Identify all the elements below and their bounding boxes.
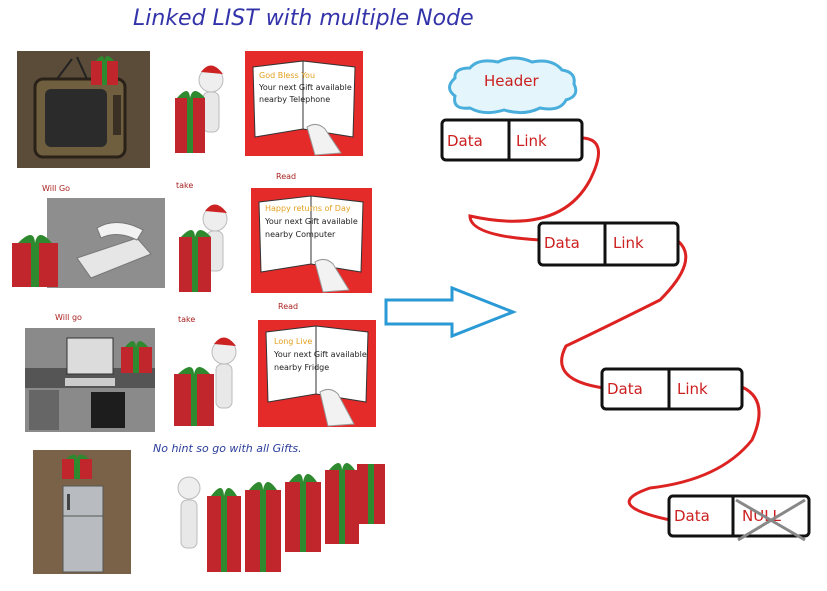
list-node-3: Data Link	[600, 367, 744, 411]
list-node-2: Data Link	[537, 221, 680, 267]
node-link-field: Link	[677, 380, 708, 398]
card-line-2: Your next Gift available	[259, 83, 352, 92]
card-line-2: Your next Gift available	[265, 217, 358, 226]
gift-icon	[121, 341, 152, 373]
gift-icon	[62, 454, 92, 479]
figure-with-many-gifts	[175, 456, 388, 574]
greeting-card-2: Happy returns of Day Your next Gift avai…	[251, 188, 372, 293]
wire-3	[627, 385, 761, 522]
will-go-label-2: Will go	[55, 313, 82, 322]
gift-box-2	[8, 225, 62, 290]
card-line-1: God Bless You	[259, 71, 316, 80]
gift-icon	[12, 235, 58, 287]
card-line-3: nearby Computer	[265, 230, 336, 239]
telephone-photo	[47, 198, 165, 288]
will-go-label-1: Will Go	[42, 184, 71, 193]
pointer-arrow-icon	[384, 285, 518, 339]
card-line-3: nearby Fridge	[274, 363, 330, 372]
card-line-1: Long Live	[274, 337, 313, 346]
tv-photo	[17, 51, 150, 168]
hint-text: No hint so go with all Gifts.	[153, 442, 302, 455]
take-label-1: take	[176, 181, 194, 190]
null-cross-icon	[735, 498, 806, 542]
node-data-field: Data	[447, 132, 483, 150]
page-title: Linked LIST with multiple Node	[133, 6, 474, 31]
wire-2	[560, 239, 688, 390]
node-data-field: Data	[607, 380, 643, 398]
figure-with-gift-2	[165, 195, 240, 295]
tv-icon	[17, 51, 150, 168]
list-node-4: Data NULL	[667, 494, 811, 542]
gift-box-small-1	[88, 51, 121, 87]
node-data-field: Data	[544, 234, 580, 252]
read-label-2: Read	[278, 302, 299, 311]
open-book-icon	[252, 60, 356, 156]
figure-with-gift-1	[163, 58, 233, 158]
header-label: Header	[484, 72, 539, 90]
gifts-pile-icon	[177, 463, 385, 572]
person-gift-icon	[179, 204, 228, 292]
read-label-1: Read	[276, 172, 297, 181]
card-line-3: nearby Telephone	[259, 95, 331, 104]
greeting-card-3: Long Live Your next Gift available nearb…	[258, 320, 376, 427]
card-line-2: Your next Gift available	[274, 350, 367, 359]
take-label-2: take	[178, 315, 196, 324]
fridge-icon	[33, 450, 131, 574]
node-link-field: Link	[613, 234, 644, 252]
list-node-1: Data Link	[440, 118, 584, 162]
gift-box-small-4	[59, 450, 95, 480]
fridge-photo	[33, 450, 131, 574]
greeting-card-1: God Bless You Your next Gift available n…	[245, 51, 363, 156]
open-book-icon	[258, 195, 364, 293]
node-data-field: Data	[674, 507, 710, 525]
person-gift-icon	[175, 65, 224, 153]
header-cloud: Header	[448, 56, 578, 115]
gift-icon	[91, 56, 118, 85]
wire-1	[468, 136, 600, 242]
node-link-field: Link	[516, 132, 547, 150]
figure-with-gift-3	[168, 330, 248, 430]
card-line-1: Happy returns of Day	[265, 204, 351, 213]
person-gift-icon	[174, 337, 237, 426]
telephone-icon	[47, 198, 165, 288]
link-wires	[468, 136, 761, 522]
gift-box-small-3	[118, 335, 155, 375]
open-book-icon	[265, 325, 369, 427]
